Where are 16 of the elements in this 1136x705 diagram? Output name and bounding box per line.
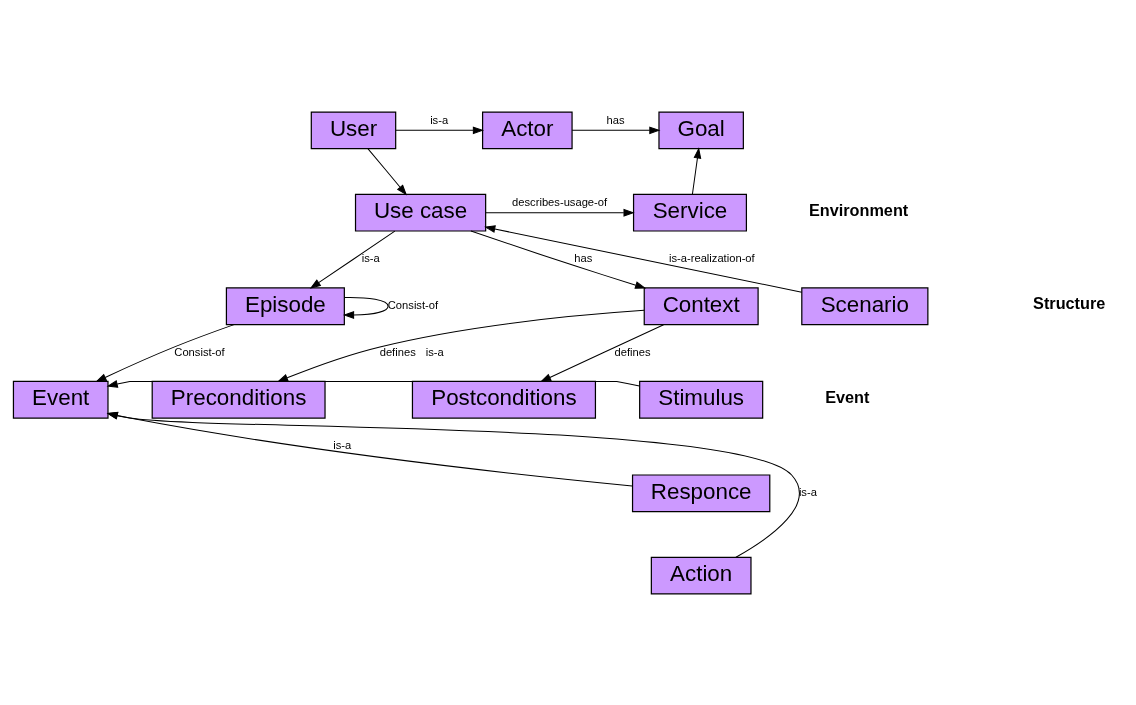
label: Event (824, 387, 869, 406)
edge-label: defines (614, 345, 651, 358)
edge-label: defines (379, 345, 416, 358)
edge-label: has (606, 113, 625, 126)
edge-label: is-a (798, 485, 817, 498)
label: Structure (1032, 293, 1105, 312)
edge-label: describes-usage-of (511, 195, 607, 208)
edge-label: has (573, 251, 592, 264)
edge-label: Consist-of (173, 345, 225, 358)
edge-label: is-a (361, 251, 380, 264)
edge-label: is-a-realization-of (668, 251, 755, 264)
edge-label: is-a (429, 113, 448, 126)
edge-label: is-a (332, 438, 351, 451)
label: Environment (808, 200, 908, 219)
edge-label: is-a (425, 345, 444, 358)
edge-label: Consist-of (387, 298, 438, 311)
